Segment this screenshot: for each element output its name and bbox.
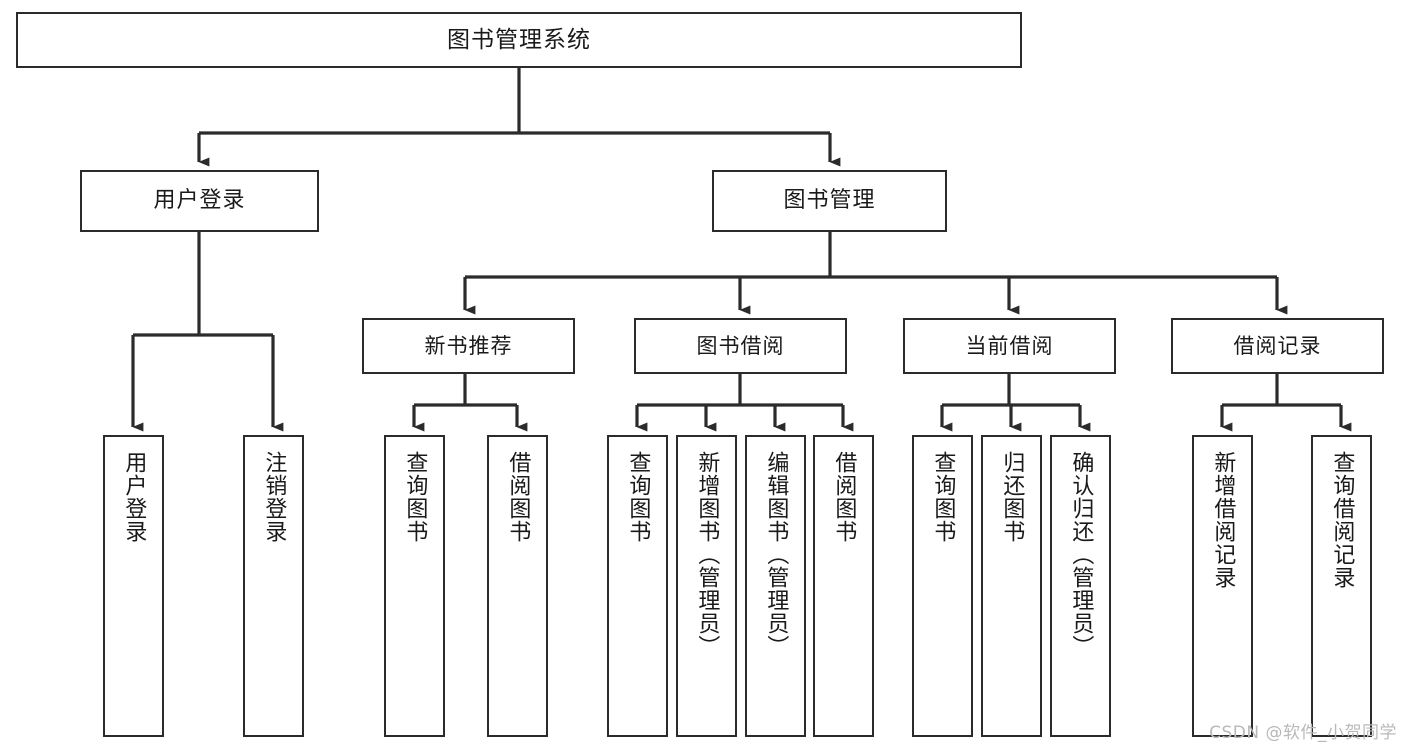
leaf-return-book[interactable]: 归还图书 (981, 435, 1042, 737)
node-user-login[interactable]: 用户登录 (80, 170, 319, 232)
node-root[interactable]: 图书管理系统 (16, 12, 1022, 68)
leaf-query-book-current-label: 查询图书 (930, 451, 956, 543)
leaf-add-book-admin-label: 新增图书（管理员） (694, 451, 720, 658)
leaf-borrow-book-label: 借阅图书 (831, 451, 857, 543)
node-root-label: 图书管理系统 (447, 26, 591, 53)
node-book-borrow[interactable]: 图书借阅 (634, 318, 847, 374)
node-borrow-records-label: 借阅记录 (1233, 333, 1322, 358)
leaf-return-book-label: 归还图书 (999, 451, 1025, 543)
leaf-logout[interactable]: 注销登录 (243, 435, 304, 737)
leaf-borrow-book[interactable]: 借阅图书 (813, 435, 874, 737)
leaf-query-borrow-record-label: 查询借阅记录 (1329, 451, 1355, 589)
leaf-add-borrow-record-label: 新增借阅记录 (1210, 451, 1236, 589)
leaf-user-login-label: 用户登录 (121, 451, 147, 543)
node-current-borrow-label: 当前借阅 (965, 333, 1054, 358)
leaf-edit-book-admin[interactable]: 编辑图书（管理员） (745, 435, 806, 737)
node-book-management[interactable]: 图书管理 (712, 170, 947, 232)
node-book-borrow-label: 图书借阅 (696, 333, 785, 358)
leaf-query-borrow-record[interactable]: 查询借阅记录 (1311, 435, 1372, 737)
node-book-management-label: 图书管理 (783, 188, 876, 213)
watermark-text: CSDN @软件_小贺同学 (1209, 723, 1397, 743)
leaf-borrow-book-recommend-label: 借阅图书 (505, 451, 531, 543)
leaf-user-login[interactable]: 用户登录 (103, 435, 164, 737)
node-borrow-records[interactable]: 借阅记录 (1171, 318, 1384, 374)
leaf-query-book-borrow[interactable]: 查询图书 (607, 435, 668, 737)
node-current-borrow[interactable]: 当前借阅 (903, 318, 1116, 374)
node-new-book-recommend-label: 新书推荐 (424, 333, 513, 358)
leaf-add-book-admin[interactable]: 新增图书（管理员） (676, 435, 737, 737)
leaf-add-borrow-record[interactable]: 新增借阅记录 (1192, 435, 1253, 737)
leaf-query-book-borrow-label: 查询图书 (625, 451, 651, 543)
leaf-confirm-return-admin-label: 确认归还（管理员） (1068, 451, 1094, 658)
node-new-book-recommend[interactable]: 新书推荐 (362, 318, 575, 374)
leaf-borrow-book-recommend[interactable]: 借阅图书 (487, 435, 548, 737)
leaf-query-book-recommend[interactable]: 查询图书 (384, 435, 445, 737)
node-user-login-label: 用户登录 (153, 188, 246, 213)
leaf-query-book-recommend-label: 查询图书 (402, 451, 428, 543)
leaf-edit-book-admin-label: 编辑图书（管理员） (763, 451, 789, 658)
leaf-confirm-return-admin[interactable]: 确认归还（管理员） (1050, 435, 1111, 737)
leaf-query-book-current[interactable]: 查询图书 (912, 435, 973, 737)
leaf-logout-label: 注销登录 (261, 451, 287, 543)
